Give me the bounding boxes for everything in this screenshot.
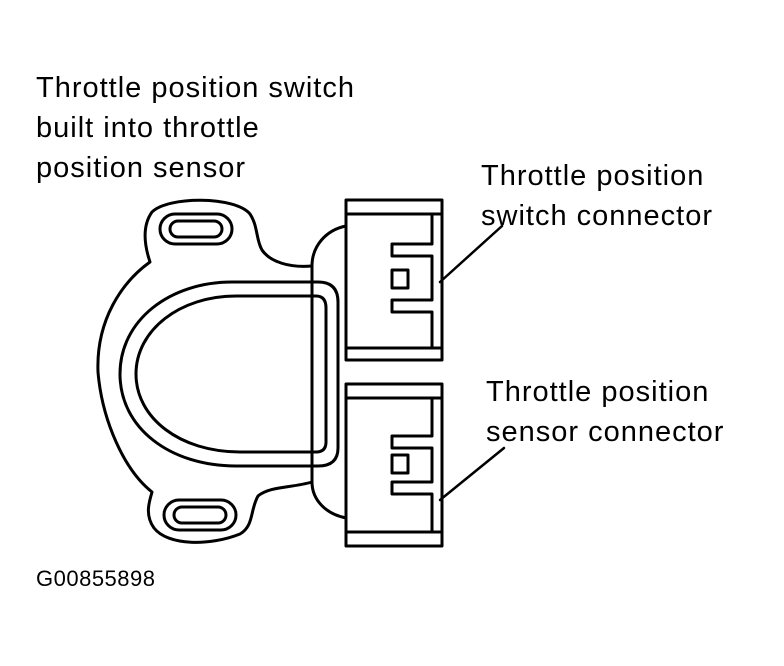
sensor-leader-line bbox=[438, 446, 506, 502]
top-mounting-slot bbox=[158, 212, 234, 246]
sensor-inner-recess bbox=[134, 294, 328, 454]
lower-neck bbox=[310, 480, 348, 520]
upper-neck bbox=[310, 224, 348, 268]
top-mounting-slot-inner bbox=[168, 219, 224, 239]
switch-connector-body bbox=[344, 198, 444, 362]
switch-label-line-1: Throttle position bbox=[481, 160, 705, 192]
switch-built-in-label: Throttle position switch built into thro… bbox=[36, 68, 355, 188]
switch-connector-pin bbox=[390, 268, 410, 290]
sensor-connector-latch bbox=[390, 396, 434, 534]
main-label-line-1: Throttle position switch bbox=[36, 72, 355, 104]
sensor-connector-pin bbox=[390, 453, 410, 475]
sensor-label-line-1: Throttle position bbox=[486, 376, 710, 408]
sensor-connector-label: Throttle position sensor connector bbox=[486, 372, 724, 452]
switch-leader-line bbox=[438, 224, 504, 284]
sensor-label-line-2: sensor connector bbox=[486, 416, 725, 448]
figure-id: G00855898 bbox=[36, 566, 156, 591]
switch-connector-latch bbox=[390, 212, 434, 350]
bottom-mounting-slot bbox=[162, 498, 238, 532]
switch-label-line-2: switch connector bbox=[481, 200, 713, 232]
bottom-mounting-slot-inner bbox=[172, 505, 228, 525]
main-label-line-2: built into throttle bbox=[36, 112, 260, 144]
switch-connector-label: Throttle position switch connector bbox=[481, 156, 713, 236]
sensor-connector-body bbox=[344, 382, 444, 548]
main-label-line-3: position sensor bbox=[36, 152, 247, 184]
sensor-inner-outline bbox=[118, 280, 340, 468]
sensor-housing-outline bbox=[96, 198, 314, 544]
